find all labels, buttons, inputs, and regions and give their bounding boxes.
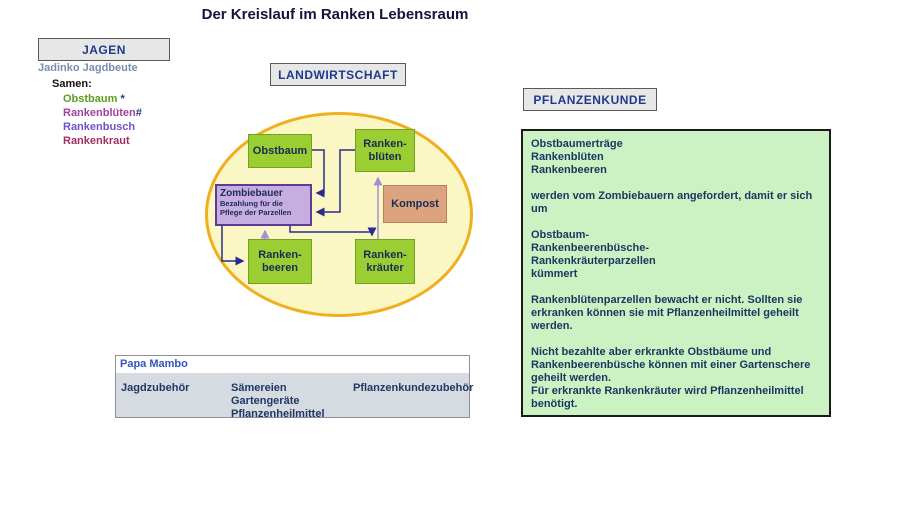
- node-rankenbeeren: Ranken- beeren: [248, 239, 312, 284]
- mambo-item-saemereien: Sämereien: [231, 382, 287, 394]
- jagen-header: JAGEN: [38, 38, 170, 61]
- mambo-item-jagdzubehoer: Jagdzubehör: [121, 382, 190, 394]
- pflanzenkunde-paragraph: Obstbaum- Rankenbeerenbüsche- Rankenkräu…: [531, 229, 656, 280]
- papa-mambo-title: Papa Mambo: [116, 356, 469, 373]
- node-rankenblueten: Ranken- blüten: [355, 129, 415, 172]
- pflanzenkunde-panel: Obstbaumerträge Rankenblüten Rankenbeere…: [521, 129, 831, 417]
- mambo-item-gartengeraete: Gartengeräte: [231, 395, 300, 407]
- pflanzenkunde-paragraph: werden vom Zombiebauern angefordert, dam…: [531, 190, 813, 215]
- page-title: Der Kreislauf im Ranken Lebensraum: [201, 6, 469, 23]
- node-rankenkraeuter: Ranken- kräuter: [355, 239, 415, 284]
- jadinko-jagdbeute-label: Jadinko Jagdbeute: [38, 62, 138, 74]
- seed-item-rankenbusch: Rankenbusch: [63, 121, 136, 133]
- pflanzenkunde-paragraph: Obstbaumerträge Rankenblüten Rankenbeere…: [531, 138, 623, 176]
- node-zombiebauer: Zombiebauer Bezahlung für die Pflege der…: [215, 184, 312, 226]
- zombiebauer-subtitle: Bezahlung für die Pflege der Parzellen: [220, 199, 292, 217]
- mambo-item-garten-list: Sämereien Gartengeräte Pflanzenheilmitte…: [231, 382, 325, 421]
- samen-label: Samen:: [52, 78, 92, 90]
- mambo-item-pflanzenkundezubehoer: Pflanzenkundezubehör: [353, 382, 474, 394]
- node-kompost: Kompost: [383, 185, 447, 223]
- seed-item-rankenkraut: Rankenkraut: [63, 135, 130, 147]
- seed-item-rankenblueten: Rankenblüten#: [63, 107, 142, 119]
- mambo-item-pflanzenheilmittel: Pflanzenheilmittel: [231, 408, 325, 420]
- pflanzenkunde-paragraph: Rankenblütenparzellen bewacht er nicht. …: [531, 294, 803, 332]
- seed-item-obstbaum: Obstbaum *: [63, 93, 125, 105]
- papa-mambo-panel: Papa Mambo Jagdzubehör Sämereien Garteng…: [115, 355, 474, 421]
- seed-list: Obstbaum * Rankenblüten# Rankenbusch Ran…: [63, 92, 142, 148]
- landwirtschaft-header: LANDWIRTSCHAFT: [270, 63, 406, 86]
- pflanzenkunde-header: PFLANZENKUNDE: [523, 88, 657, 111]
- pflanzenkunde-paragraph: Nicht bezahlte aber erkrankte Obstbäume …: [531, 346, 811, 410]
- zombiebauer-title: Zombiebauer: [220, 188, 283, 199]
- node-obstbaum: Obstbaum: [248, 134, 312, 168]
